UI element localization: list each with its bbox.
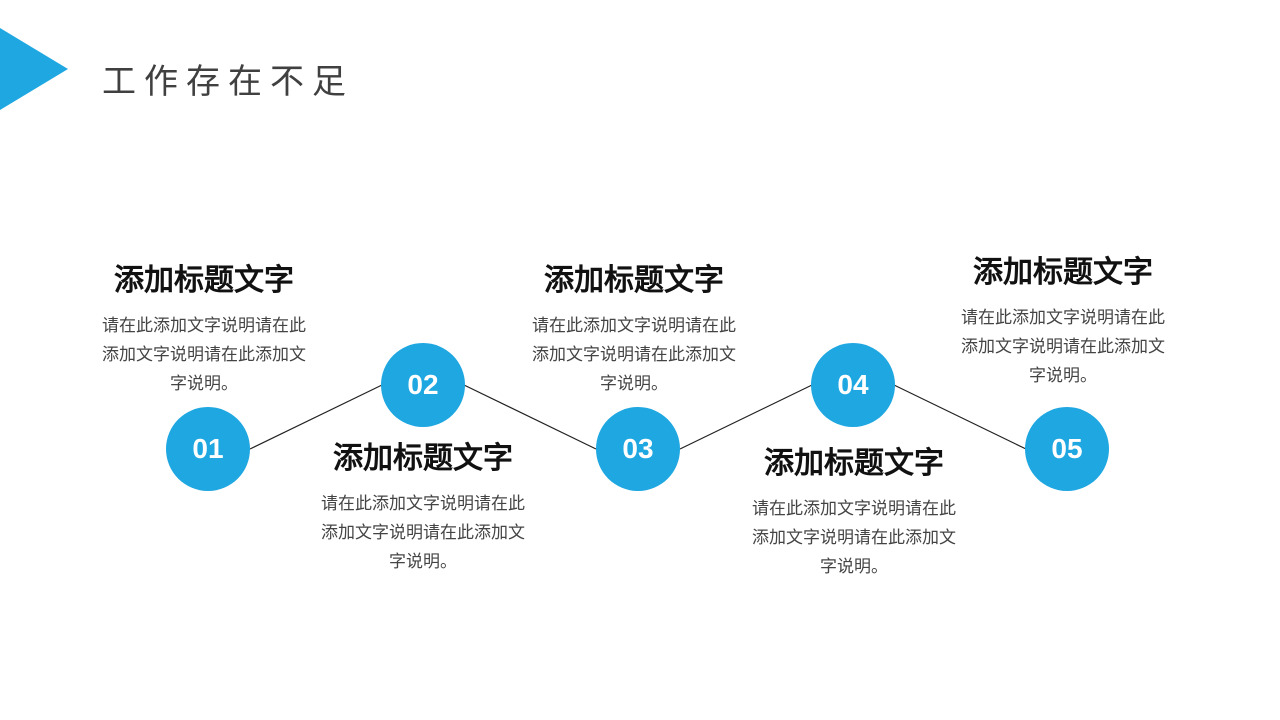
step-heading: 添加标题文字 [544, 263, 724, 298]
step-description: 请在此添加文字说明请在此添加文字说明请在此添加文字说明。 [321, 494, 525, 572]
step-02-circle: 02 [381, 343, 465, 427]
step-01-circle: 01 [166, 407, 250, 491]
page-title: 工作存在不足 [102, 62, 354, 102]
step-05-circle: 05 [1025, 407, 1109, 491]
step-03-text-block: 添加标题文字 请在此添加文字说明请在此添加文字说明请在此添加文字说明。 [514, 262, 754, 399]
step-04-text-block: 添加标题文字 请在此添加文字说明请在此添加文字说明请在此添加文字说明。 [734, 445, 974, 582]
step-heading: 添加标题文字 [764, 446, 944, 481]
step-number: 01 [192, 433, 224, 464]
step-number: 04 [837, 369, 869, 400]
step-number: 05 [1051, 433, 1083, 464]
step-heading: 添加标题文字 [333, 441, 513, 476]
step-heading: 添加标题文字 [114, 263, 294, 298]
step-number: 02 [407, 369, 439, 400]
step-description: 请在此添加文字说明请在此添加文字说明请在此添加文字说明。 [961, 308, 1165, 386]
step-05-text-block: 添加标题文字 请在此添加文字说明请在此添加文字说明请在此添加文字说明。 [943, 254, 1183, 391]
step-number: 03 [622, 433, 654, 464]
corner-triangle-decoration [0, 28, 68, 110]
step-04-circle: 04 [811, 343, 895, 427]
step-heading: 添加标题文字 [973, 255, 1153, 290]
step-description: 请在此添加文字说明请在此添加文字说明请在此添加文字说明。 [532, 316, 736, 394]
step-02-text-block: 添加标题文字 请在此添加文字说明请在此添加文字说明请在此添加文字说明。 [303, 440, 543, 577]
step-description: 请在此添加文字说明请在此添加文字说明请在此添加文字说明。 [752, 499, 956, 577]
step-03-circle: 03 [596, 407, 680, 491]
step-description: 请在此添加文字说明请在此添加文字说明请在此添加文字说明。 [102, 316, 306, 394]
step-01-text-block: 添加标题文字 请在此添加文字说明请在此添加文字说明请在此添加文字说明。 [84, 262, 324, 399]
